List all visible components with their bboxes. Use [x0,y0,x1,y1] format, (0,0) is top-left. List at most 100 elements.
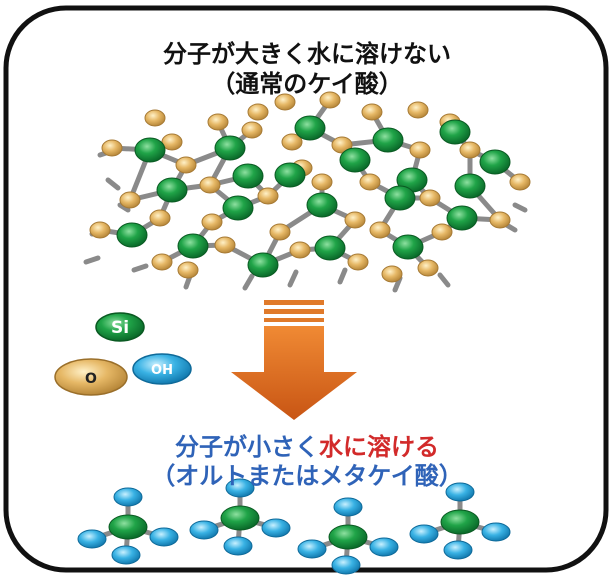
oxygen-atom [274,93,296,111]
hydroxyl-group [225,478,255,498]
bond-stub [242,273,255,291]
silicon-atom [328,524,368,550]
hydroxyl-group [369,537,399,557]
hydroxyl-group [331,555,361,575]
silicic-acid-network [83,91,531,293]
silicon-atom [274,162,306,188]
oxygen-atom [101,139,123,157]
bottom-title-part2: 水に溶ける [319,433,439,461]
hydroxyl-group [481,522,511,542]
oxygen-atom [149,209,171,227]
silicon-atom [222,195,254,221]
silicon-atom [454,173,486,199]
hydroxyl-group [297,539,327,559]
oxygen-atom [331,136,353,154]
legend-si-label: Si [111,318,129,338]
silicon-atom [306,192,338,218]
oxygen-atom [199,176,221,194]
legend: Si O OH [54,312,192,396]
hydroxyl-group [223,536,253,556]
oxygen-atom [177,261,199,279]
bond-stub [83,255,101,265]
top-title-line1: 分子が大きく水に溶けない [163,40,451,68]
oxygen-atom [175,156,197,174]
bond-stub [337,267,348,285]
silicon-atom [339,147,371,173]
hydroxyl-group [189,520,219,540]
bond-stub [512,202,528,213]
oxygen-atom [207,113,229,131]
oxygen-atom [344,211,366,229]
oxygen-atom [311,173,333,191]
hydroxyl-group [409,524,439,544]
oxygen-atom [359,173,381,191]
oxygen-atom [241,121,263,139]
hydroxyl-group [443,540,473,560]
bond-stub [437,272,451,288]
legend-oh-marker [132,353,192,385]
silicon-atom [177,233,209,259]
hydroxyl-group [149,527,179,547]
hydroxyl-group [261,518,291,538]
oxygen-atom [319,91,341,109]
oxygen-atom [419,189,441,207]
oxygen-atom [144,109,166,127]
silicon-atom [116,222,148,248]
silicon-atom [314,235,346,261]
oxygen-atom [431,223,453,241]
bond-stub [105,177,121,191]
silicon-atom [440,509,480,535]
down-arrow-icon [231,300,357,420]
oxygen-atom [459,141,481,159]
oxygen-atom [509,173,531,191]
silicon-atom [156,177,188,203]
oxygen-atom [489,211,511,229]
silicon-atom [446,205,478,231]
legend-o-label: O [85,371,97,387]
bottom-title-line2: （オルトまたはメタケイ酸） [151,462,463,490]
hydroxyl-group [113,487,143,507]
bottom-title-part1: 分子が小さく [175,433,319,461]
oxygen-atom [247,103,269,121]
silicon-atom [372,127,404,153]
bond-stub [287,269,299,288]
oxygen-atom [369,221,391,239]
oxygen-atom [289,241,311,259]
top-title-line2: （通常のケイ酸） [211,70,403,98]
orthosilicic-molecules [77,478,511,575]
hydroxyl-group [77,529,107,549]
oxygen-atom [381,265,403,283]
oxygen-atom [269,223,291,241]
silicon-atom [384,185,416,211]
oxygen-atom [347,253,369,271]
legend-si-marker [95,312,145,342]
oxygen-atom [409,141,431,159]
silicon-atom [108,514,148,540]
silicon-atom [479,149,511,175]
oxygen-atom [417,259,439,277]
legend-oh-label: OH [151,363,173,378]
oxygen-atom [161,133,183,151]
silicon-atom [232,163,264,189]
hydroxyl-group [333,497,363,517]
oxygen-atom [214,236,236,254]
silicon-atom [214,135,246,161]
oxygen-atom [257,187,279,205]
silicon-atom [392,234,424,260]
hydroxyl-group [445,482,475,502]
bottom-title-line1: 分子が小さく水に溶ける [0,427,614,462]
oxygen-atom [407,101,429,119]
bond-stub [131,263,149,273]
oxygen-atom [281,133,303,151]
silicon-atom [134,137,166,163]
legend-o-marker [54,358,128,396]
hydroxyl-group [111,545,141,565]
silicon-atom [439,119,471,145]
oxygen-atom [151,253,173,271]
oxygen-atom [89,221,111,239]
oxygen-atom [361,103,383,121]
bond-stub [117,202,131,213]
silicon-atom [247,252,279,278]
